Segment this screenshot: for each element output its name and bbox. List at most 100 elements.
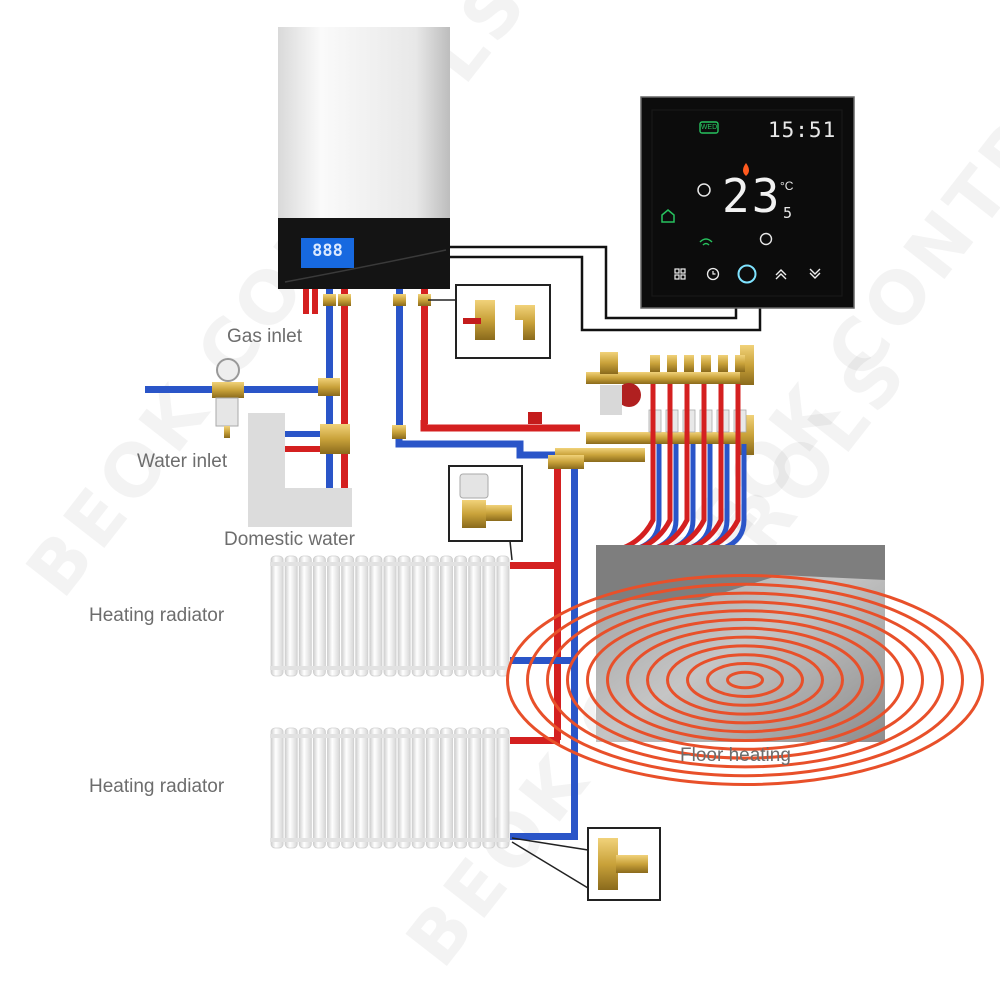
thermostat-clock-button[interactable] — [705, 266, 721, 282]
thermostat-unit: °C — [780, 179, 794, 193]
radiator-fin — [312, 555, 326, 677]
thermostat-up-button[interactable] — [773, 266, 789, 282]
radiator-fin — [425, 555, 439, 677]
floor-pipe-loop — [506, 574, 984, 786]
menu-icon — [674, 268, 686, 280]
pressure-gauge-icon — [216, 358, 240, 382]
water-inlet-assembly — [145, 358, 340, 438]
manifold-port — [718, 355, 728, 372]
domestic-water-wall — [248, 413, 352, 527]
boiler-display — [301, 238, 354, 268]
thermostatic-valve-callout — [448, 465, 523, 561]
radiator-fin — [327, 727, 340, 849]
floor-loop-hot — [673, 384, 707, 551]
floor-pipe-loop — [586, 609, 904, 751]
gas-boiler — [278, 27, 450, 289]
radiator-fin — [454, 555, 468, 677]
lockshield-valve-callout — [511, 827, 661, 901]
floor-loop-hot — [690, 384, 724, 551]
floor-pipe-loop — [546, 591, 944, 769]
radiator-fin — [454, 727, 468, 849]
schedule-clock-icon — [759, 232, 773, 246]
manifold-port — [684, 355, 694, 372]
alarm-clock-icon — [697, 183, 711, 197]
radiator-fin — [482, 727, 496, 849]
wifi-icon — [699, 238, 713, 243]
floor-pipe-loop — [606, 618, 884, 742]
floor-loop-hot — [707, 384, 741, 551]
manifold-feed-pipes — [392, 412, 600, 459]
thermostat-sub-value: 5 — [783, 204, 793, 222]
radiator-fin — [341, 555, 355, 677]
thermostat-time: 15:51 — [768, 118, 837, 142]
thermostat-temperature: 23 — [722, 169, 782, 223]
thermostat-menu-button[interactable] — [672, 266, 688, 282]
floor-pipe-loop — [666, 644, 824, 716]
radiator-fin — [312, 727, 326, 849]
floor-loop-hot — [639, 384, 673, 551]
boiler-display-text: 888 — [312, 241, 343, 261]
floor-pipe-loop — [646, 635, 844, 725]
radiator-fin — [270, 555, 284, 677]
up-chevron-icon — [775, 269, 787, 280]
floor-loop-hot — [656, 384, 690, 551]
label-floor-heating: Floor heating — [680, 745, 791, 766]
circulation-pump-icon — [617, 383, 641, 407]
radiator-riser-pipes — [510, 455, 584, 840]
valve-callout — [428, 284, 551, 359]
manifold-port — [650, 355, 660, 372]
radiator-fin — [383, 727, 397, 849]
label-heating-radiator-2: Heating radiator — [89, 776, 225, 797]
floor-pipe-loop — [726, 670, 764, 690]
radiator-fin — [468, 555, 482, 677]
radiator-fin — [284, 555, 298, 677]
radiator-fin — [284, 727, 298, 849]
manifold-port — [735, 355, 745, 372]
thermostat-day: WED — [700, 124, 718, 131]
floor-pipe-loop — [706, 662, 784, 698]
radiator-fin — [496, 555, 510, 677]
power-icon — [737, 264, 757, 284]
radiator-fin — [397, 727, 411, 849]
radiator-fin — [440, 555, 453, 677]
floor-pipe-loop — [566, 600, 924, 760]
heating-radiator-top — [270, 555, 510, 677]
radiator-fin — [496, 727, 510, 849]
down-chevron-icon — [809, 268, 821, 279]
clock-icon — [706, 267, 720, 281]
thermostat-power-button[interactable] — [736, 263, 758, 285]
floor-pipe-loop — [526, 582, 964, 778]
radiator-fin — [355, 727, 369, 849]
diagram-svg — [145, 27, 984, 901]
manifold-ports — [648, 355, 747, 433]
radiator-fin — [397, 555, 411, 677]
floor-pipe-loop — [686, 653, 804, 707]
floor-loop-pipes — [622, 384, 747, 551]
radiator-fin — [369, 555, 383, 677]
label-gas-inlet: Gas inlet — [227, 326, 302, 347]
home-icon — [661, 209, 675, 223]
radiator-fin — [298, 727, 312, 849]
radiator-fin — [411, 727, 425, 849]
radiator-fin — [383, 555, 397, 677]
thermostat-down-button[interactable] — [807, 266, 823, 282]
label-water-inlet: Water inlet — [137, 451, 228, 472]
radiator-fin — [482, 555, 496, 677]
radiator-fin — [468, 727, 482, 849]
label-domestic-water: Domestic water — [224, 529, 355, 550]
floor-loop-hot — [622, 384, 656, 551]
radiator-fin — [298, 555, 312, 677]
radiator-fin — [355, 555, 369, 677]
floor-heating-photo — [506, 545, 984, 786]
radiator-fin — [270, 727, 284, 849]
flame-icon — [743, 163, 749, 176]
radiator-fin — [369, 727, 383, 849]
radiator-fin — [411, 555, 425, 677]
floor-pipe-loop — [626, 626, 864, 734]
radiator-fin — [440, 727, 453, 849]
manifold-port — [701, 355, 711, 372]
radiator-fin — [327, 555, 340, 677]
heating-radiator-bottom — [270, 727, 510, 849]
label-heating-radiator-1: Heating radiator — [89, 605, 225, 626]
radiator-fin — [425, 727, 439, 849]
